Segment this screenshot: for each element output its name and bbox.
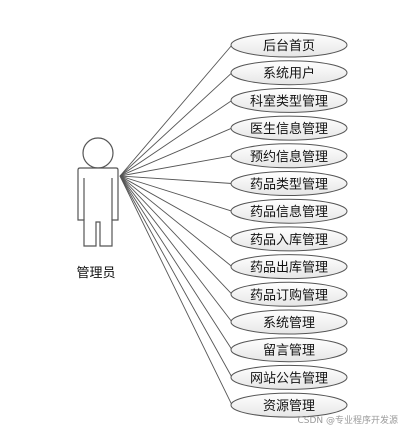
use-case: 留言管理	[230, 337, 348, 363]
use-case-label: 网站公告管理	[250, 371, 328, 386]
use-case-label: 药品入库管理	[250, 232, 328, 248]
use-case: 药品类型管理	[230, 171, 348, 196]
connector-line	[119, 127, 233, 177]
use-case: 预约信息管理	[230, 143, 348, 169]
connector-line	[119, 175, 233, 295]
connector-line	[119, 175, 233, 267]
use-case-ellipse	[230, 364, 348, 390]
use-case-ellipse	[230, 226, 348, 252]
use-case-label: 科室类型管理	[250, 93, 328, 109]
use-case-ellipse	[230, 115, 348, 141]
use-case-ellipse	[230, 254, 348, 280]
use-case-ellipse	[230, 143, 348, 169]
connector-line	[119, 100, 233, 177]
connector-lines	[119, 44, 233, 406]
use-case-label: 药品类型管理	[250, 178, 328, 193]
use-case-ellipse	[230, 392, 348, 418]
actor-label: 管理员	[76, 266, 116, 281]
use-case-ellipse	[230, 87, 348, 113]
connector-line	[119, 175, 233, 212]
use-case-label: 预约信息管理	[250, 149, 328, 165]
connector-line	[119, 175, 233, 184]
use-case: 医生信息管理	[230, 115, 348, 141]
use-case: 科室类型管理	[230, 87, 348, 113]
use-case-label: 医生信息管理	[250, 121, 328, 137]
use-case-ellipse	[230, 32, 348, 58]
connector-line	[119, 155, 233, 177]
use-case: 资源管理	[230, 392, 348, 418]
use-case-ellipse	[230, 337, 348, 363]
use-case-label: 系统用户	[263, 66, 315, 82]
use-case-label: 药品订购管理	[250, 287, 328, 303]
actor-head	[82, 137, 114, 169]
actor-body	[77, 167, 119, 247]
connector-line	[119, 44, 233, 177]
use-case-label: 留言管理	[263, 344, 315, 359]
use-case: 药品入库管理	[230, 226, 348, 252]
use-case: 药品信息管理	[230, 198, 348, 224]
use-case: 后台首页	[230, 32, 348, 58]
use-case-list: 后台首页系统用户科室类型管理医生信息管理预约信息管理药品类型管理药品信息管理药品…	[230, 32, 348, 418]
connector-line	[119, 175, 233, 406]
use-case-ellipse	[230, 171, 348, 196]
connector-line	[119, 175, 233, 240]
use-case-label: 药品信息管理	[250, 204, 328, 220]
use-case-ellipse	[230, 60, 348, 86]
use-case-label: 系统管理	[263, 316, 315, 331]
connector-line	[119, 175, 233, 323]
use-case-ellipse	[230, 281, 348, 307]
watermark: CSDN @专业程序开发源	[297, 416, 398, 426]
use-case-ellipse	[230, 198, 348, 224]
connector-line	[119, 175, 233, 378]
actor-figure	[77, 137, 119, 247]
use-case: 药品出库管理	[230, 254, 348, 280]
use-case: 系统管理	[230, 309, 348, 335]
use-case-label: 药品出库管理	[250, 260, 328, 276]
use-case: 系统用户	[230, 60, 348, 86]
use-case-label: 后台首页	[263, 39, 315, 54]
use-case-label: 资源管理	[263, 399, 315, 414]
connector-line	[119, 72, 233, 177]
use-case-ellipse	[230, 309, 348, 335]
use-case: 网站公告管理	[230, 364, 348, 390]
connector-line	[119, 175, 233, 350]
use-case: 药品订购管理	[230, 281, 348, 307]
